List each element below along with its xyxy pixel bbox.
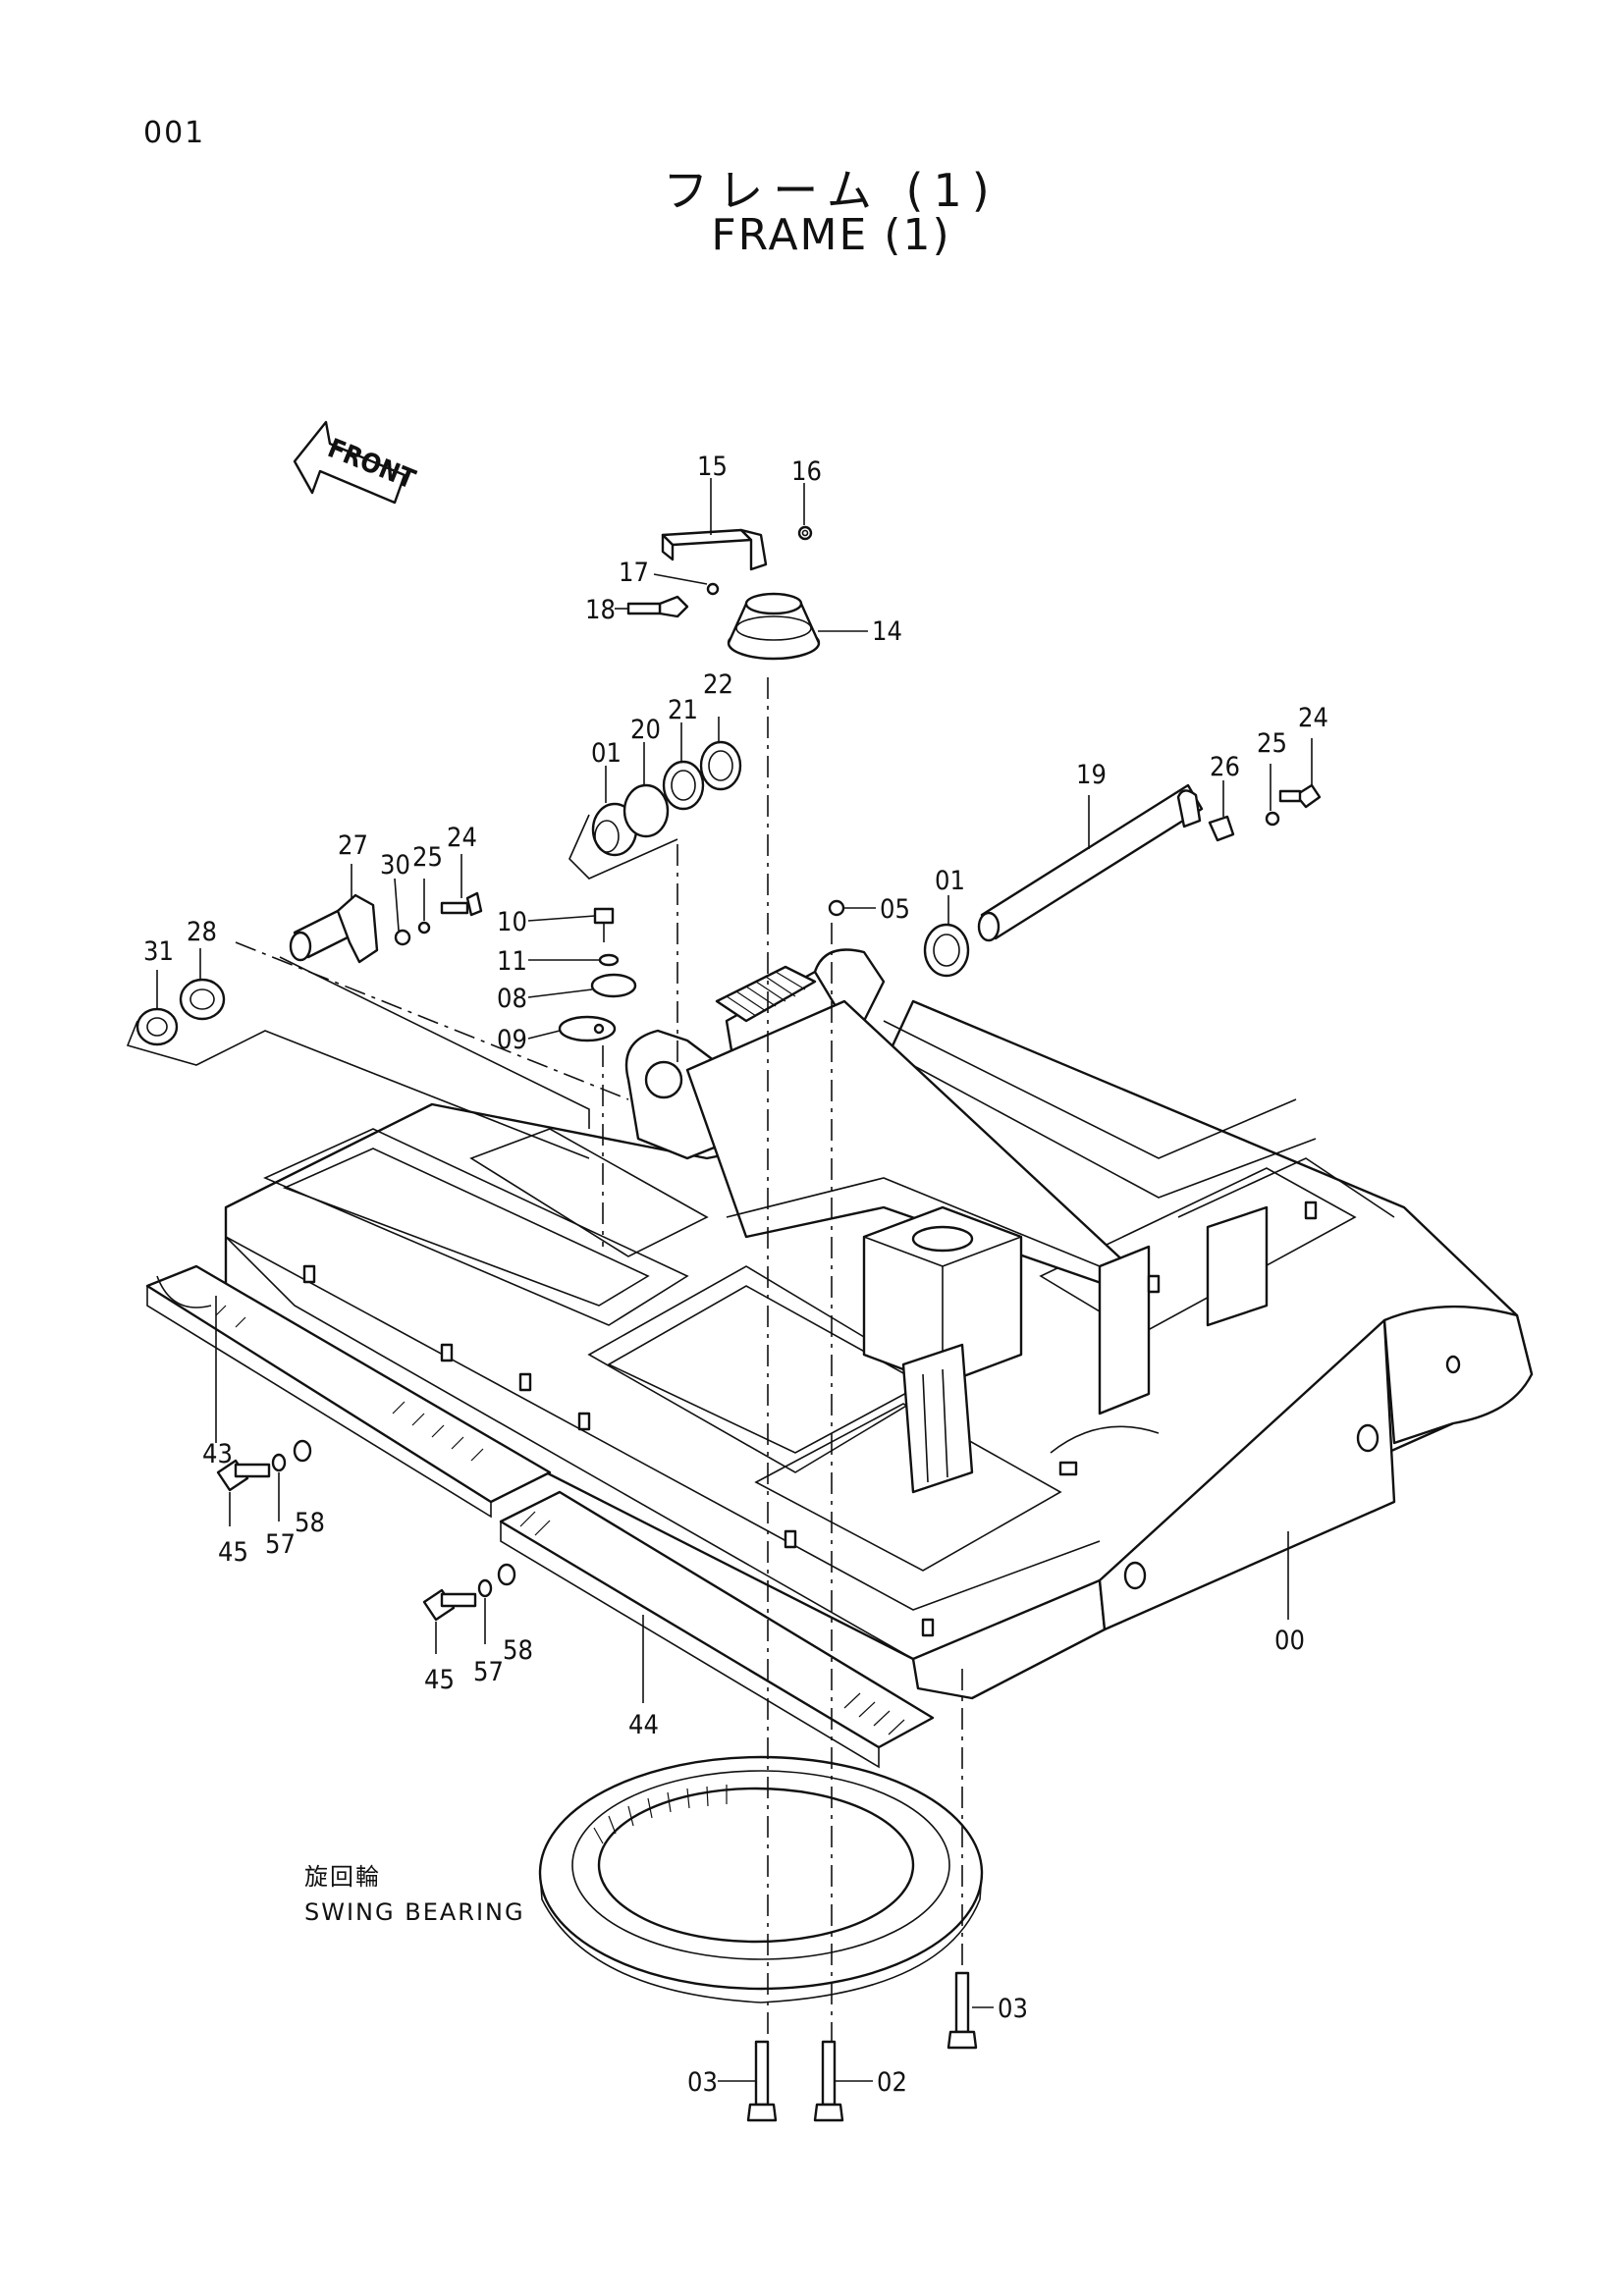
step-plate-44 bbox=[499, 1490, 935, 1769]
label-03-left: 03 bbox=[687, 2067, 718, 2098]
label-26: 26 bbox=[1210, 752, 1240, 782]
label-27: 27 bbox=[338, 830, 368, 861]
grease-fitting bbox=[828, 899, 845, 917]
step-plate-43 bbox=[145, 1264, 552, 1519]
swing-bearing-label-jp: 旋回輪 bbox=[304, 1863, 381, 1891]
label-01-upper: 01 bbox=[591, 738, 622, 769]
bolt-set-left bbox=[216, 1439, 312, 1492]
main-frame bbox=[224, 948, 1534, 1700]
bushing-set-left bbox=[126, 978, 590, 1159]
label-01-right: 01 bbox=[935, 866, 965, 896]
bolt-03-left bbox=[746, 2040, 778, 2122]
label-20: 20 bbox=[630, 715, 661, 745]
label-18: 18 bbox=[585, 595, 616, 625]
label-22: 22 bbox=[703, 669, 733, 700]
label-05: 05 bbox=[880, 894, 910, 925]
bolt-02 bbox=[813, 2040, 844, 2122]
title-japanese: フレーム (1) bbox=[663, 164, 1000, 217]
pin-19 bbox=[977, 783, 1322, 942]
label-11: 11 bbox=[497, 946, 527, 977]
label-08: 08 bbox=[497, 984, 527, 1014]
label-00: 00 bbox=[1274, 1626, 1305, 1656]
bushing-01-right bbox=[923, 923, 970, 978]
cover-assembly bbox=[626, 525, 821, 661]
label-21: 21 bbox=[668, 695, 698, 725]
bushing-set-upper bbox=[568, 740, 742, 880]
bolt-03-right bbox=[947, 1971, 978, 2050]
label-43: 43 bbox=[202, 1439, 233, 1469]
label-58-left: 58 bbox=[295, 1508, 325, 1538]
label-28: 28 bbox=[187, 917, 217, 947]
label-57-right: 57 bbox=[473, 1657, 504, 1687]
label-45-right: 45 bbox=[424, 1665, 455, 1695]
label-30: 30 bbox=[380, 850, 410, 881]
front-arrow-icon: FRONT bbox=[293, 420, 419, 505]
label-17: 17 bbox=[619, 558, 649, 588]
label-24-left: 24 bbox=[447, 823, 477, 853]
label-25-left: 25 bbox=[412, 842, 443, 873]
label-45-left: 45 bbox=[218, 1537, 248, 1568]
label-15: 15 bbox=[697, 452, 728, 482]
label-31: 31 bbox=[143, 936, 174, 967]
part-labels: 15 16 17 18 14 01 20 21 22 24 25 26 19 2… bbox=[143, 452, 1328, 2098]
label-09: 09 bbox=[497, 1025, 527, 1055]
label-24-right: 24 bbox=[1298, 703, 1328, 733]
pin-27 bbox=[279, 891, 590, 1129]
bolt-set-right bbox=[422, 1563, 516, 1622]
plate-parts-08-11 bbox=[558, 907, 637, 1042]
label-19: 19 bbox=[1076, 760, 1107, 790]
label-25-right: 25 bbox=[1257, 728, 1287, 759]
swing-bearing bbox=[538, 1755, 984, 2003]
swing-bearing-label-en: SWING BEARING bbox=[304, 1898, 525, 1926]
label-10: 10 bbox=[497, 907, 527, 937]
label-44: 44 bbox=[628, 1710, 659, 1740]
page-number: 001 bbox=[143, 116, 206, 150]
label-03-right: 03 bbox=[998, 1994, 1028, 2024]
label-16: 16 bbox=[791, 456, 822, 487]
label-57-left: 57 bbox=[265, 1529, 296, 1560]
title-english: FRAME (1) bbox=[711, 210, 951, 260]
label-58-right: 58 bbox=[503, 1635, 533, 1666]
label-14: 14 bbox=[872, 616, 902, 647]
label-02: 02 bbox=[877, 2067, 907, 2098]
